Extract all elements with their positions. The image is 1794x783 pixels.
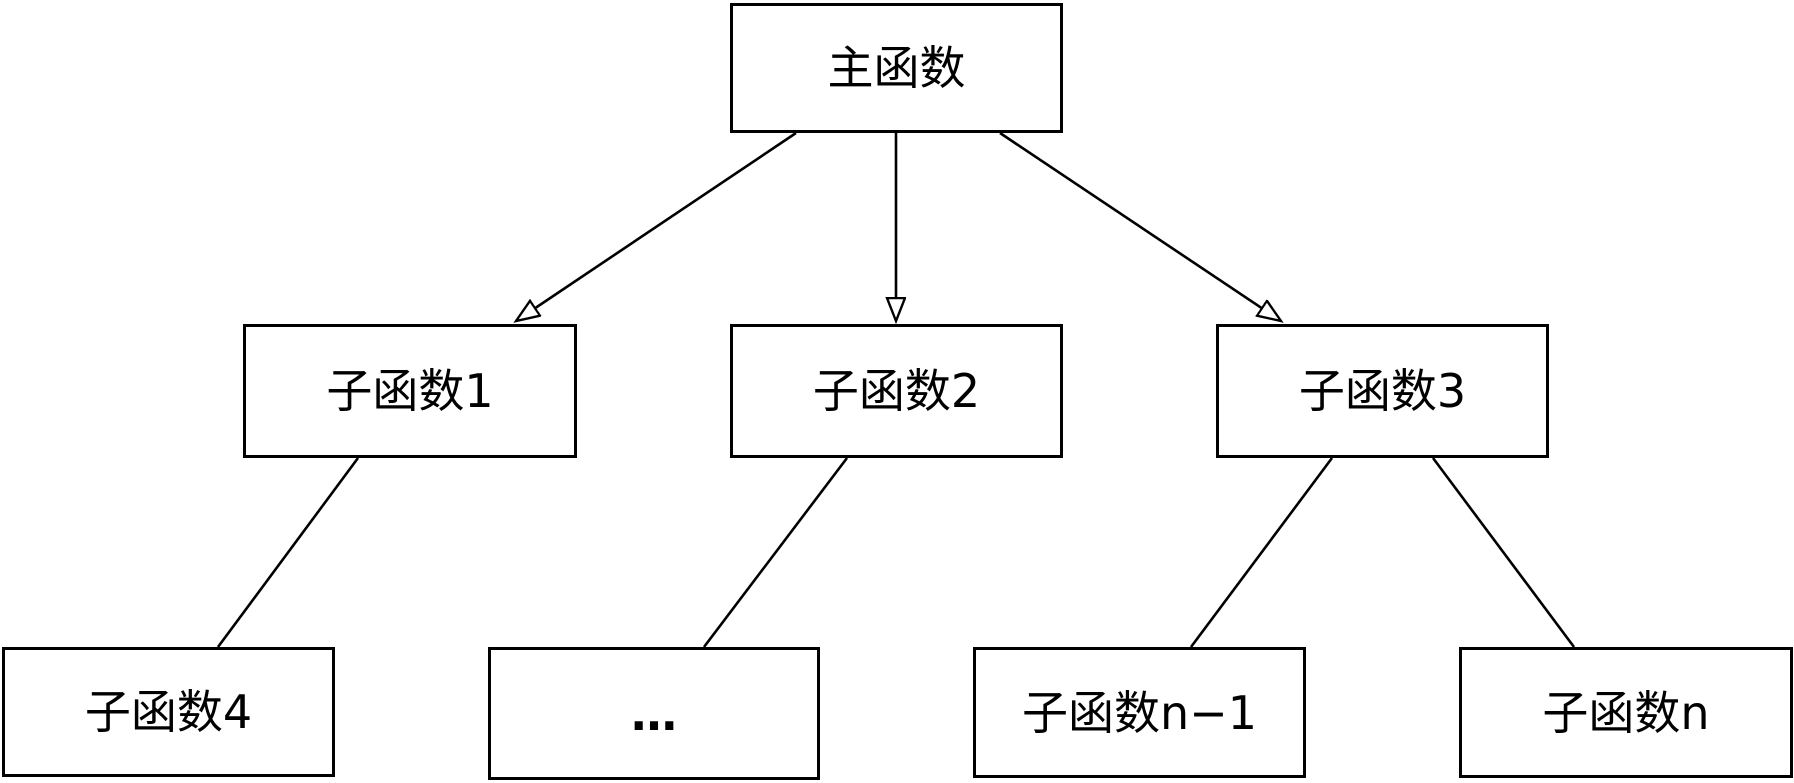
- node-sub-function-n: 子函数n: [1459, 647, 1793, 778]
- node-sub-function-2: 子函数2: [730, 324, 1063, 458]
- node-sub-function-3: 子函数3: [1216, 324, 1549, 458]
- node-sub-function-n-label: 子函数n: [1542, 685, 1710, 740]
- node-sub-function-4: 子函数4: [2, 647, 335, 777]
- node-main-function: 主函数: [730, 3, 1063, 133]
- edge-sub1-to-sub4: [216, 457, 360, 648]
- node-sub-function-4-label: 子函数4: [84, 685, 253, 739]
- node-sub-function-n-minus-1-label: 子函数n−1: [1022, 685, 1257, 740]
- node-sub-function-1: 子函数1: [243, 324, 577, 458]
- node-main-function-label: 主函数: [827, 41, 966, 95]
- edge-main-to-sub3: [999, 131, 1281, 321]
- node-ellipsis-label: …: [631, 686, 677, 741]
- edge-sub3-to-subn: [1431, 457, 1576, 648]
- edge-main-to-sub1: [516, 131, 797, 321]
- node-sub-function-1-label: 子函数1: [326, 364, 494, 418]
- edge-sub2-to-ellipsis: [702, 457, 849, 648]
- node-sub-function-3-label: 子函数3: [1298, 364, 1467, 418]
- node-ellipsis: …: [488, 647, 820, 780]
- node-sub-function-n-minus-1: 子函数n−1: [973, 647, 1306, 778]
- node-sub-function-2-label: 子函数2: [812, 364, 981, 418]
- edge-sub3-to-subn1: [1189, 457, 1334, 648]
